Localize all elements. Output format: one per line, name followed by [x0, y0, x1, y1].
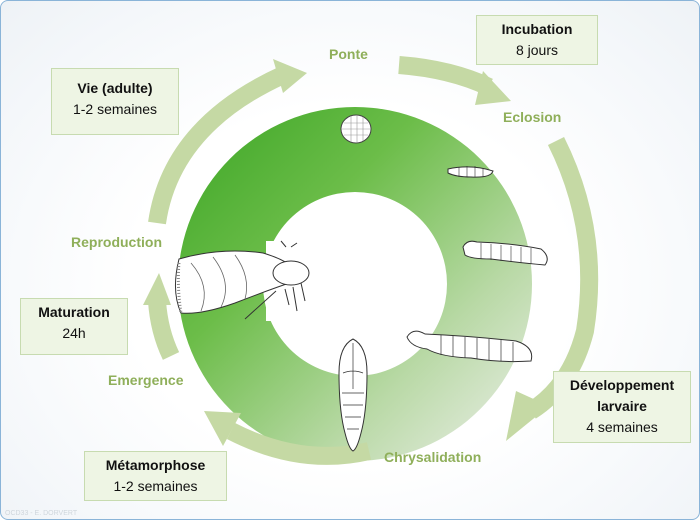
medium-larva-icon: [462, 240, 548, 266]
credit: OCD33 - E. DORVERT: [5, 510, 78, 517]
stage-emergence: Emergence: [108, 372, 184, 388]
stage-chrysalidation: Chrysalidation: [384, 449, 482, 465]
moth-icon: [175, 240, 330, 321]
maturation-detail: 24h: [62, 325, 86, 341]
vie-title: Vie (adulte): [77, 80, 153, 96]
small-larva-icon: [447, 166, 494, 178]
developpement-title-line1: Développement: [569, 377, 675, 393]
incubation-title: Incubation: [501, 21, 573, 37]
arrow-reproduction-ponte: [148, 66, 287, 225]
metamorphose-title: Métamorphose: [105, 457, 206, 473]
egg-icon: [340, 114, 372, 144]
arrow-emergence-maturation: [148, 300, 180, 360]
box-incubation: Incubation 8 jours: [476, 15, 598, 65]
box-maturation: Maturation 24h: [20, 298, 128, 355]
box-vie-adulte: Vie (adulte) 1-2 semaines: [51, 68, 179, 135]
arrow-ponte-eclosion: [398, 56, 493, 96]
stage-eclosion: Eclosion: [503, 109, 562, 125]
arrowhead-chrysalidation: [506, 391, 549, 441]
incubation-detail: 8 jours: [515, 42, 559, 58]
arrowhead-eclosion: [475, 71, 511, 105]
large-larva-icon: [406, 330, 533, 363]
arrowhead-ponte: [273, 59, 307, 93]
metamorphose-detail: 1-2 semaines: [113, 478, 198, 494]
developpement-title-line2: larvaire: [597, 398, 647, 414]
chrysalis-icon: [338, 338, 368, 452]
cycle-ring: [178, 107, 532, 461]
vie-detail: 1-2 semaines: [72, 101, 158, 117]
arrow-chrysalidation-metamorphose: [226, 422, 372, 465]
stage-ponte: Ponte: [329, 46, 368, 62]
arrowhead-metamorphose: [204, 411, 241, 446]
maturation-title: Maturation: [38, 304, 110, 320]
box-metamorphose: Métamorphose 1-2 semaines: [84, 451, 227, 501]
box-developpement-larvaire: Développement larvaire 4 semaines: [553, 371, 691, 443]
arrowhead-maturation: [143, 273, 171, 305]
developpement-detail: 4 semaines: [586, 419, 658, 435]
stage-reproduction: Reproduction: [71, 234, 162, 250]
